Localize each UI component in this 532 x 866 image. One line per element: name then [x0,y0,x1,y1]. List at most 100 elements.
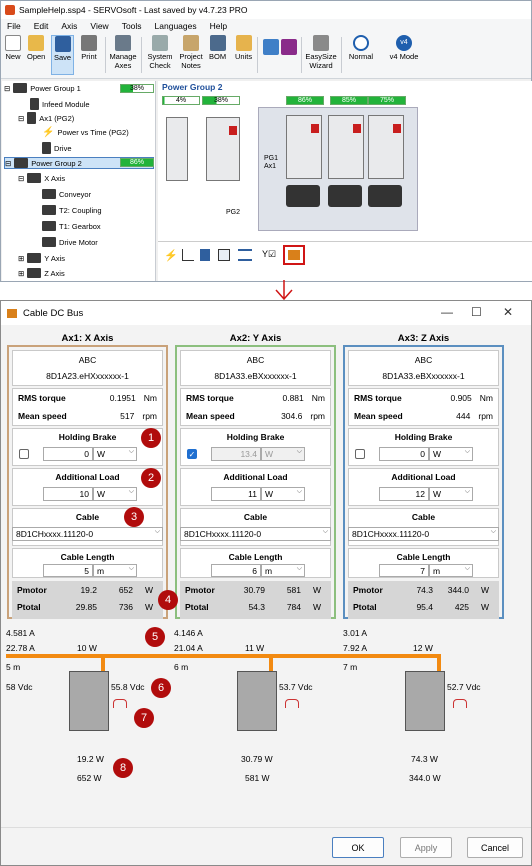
dc-bus-segment-2 [103,654,273,658]
additional-load-input[interactable]: 10 [43,487,93,501]
holding-brake-label: Holding Brake [58,432,117,442]
tree-item-y-axis[interactable]: ⊞Y Axis [18,253,66,263]
mean-speed-label: Mean speed [354,411,403,421]
tree-item-x-axis[interactable]: ⊟X Axis [18,173,66,183]
cable-length-unit-dropdown[interactable]: m⌵ [429,564,473,577]
menu-tools[interactable]: Tools [121,21,142,31]
holding-brake-label: Holding Brake [226,432,285,442]
holding-brake-unit-dropdown[interactable]: W⌵ [93,447,137,461]
chart-icon[interactable] [182,249,194,261]
menu-view[interactable]: View [90,21,109,31]
bus-icon[interactable] [238,249,252,261]
menu-edit[interactable]: Edit [33,21,49,31]
drive-module-pg1[interactable] [206,117,240,181]
open-button[interactable]: Open [27,35,45,61]
additional-load-unit-dropdown[interactable]: W⌵ [261,487,305,501]
holding-brake-input[interactable]: 13.4 [211,447,261,461]
save-button[interactable]: Save [51,35,75,75]
arrow-down-icon [275,280,293,301]
tree-item-drive-motor[interactable]: Drive Motor [42,237,98,247]
cable-length-unit-dropdown[interactable]: m⌵ [261,564,305,577]
holding-brake-checkbox[interactable] [355,449,365,459]
servo-motor-1[interactable] [286,185,320,207]
print-button[interactable]: Print [81,35,97,61]
menu-help[interactable]: Help [209,21,228,31]
tree-item-power-group-1[interactable]: ⊟Power Group 1 [4,83,81,93]
tree-item-ax1[interactable]: ⊟Ax1 (PG2) [18,112,75,124]
tree-item-z-axis[interactable]: ⊞Z Axis [18,268,65,278]
collapse-icon[interactable]: ⊟ [18,173,25,183]
pmotor-label: Pmotor [17,585,47,595]
tree-item-gearbox[interactable]: T1: Gearbox [42,221,101,231]
apply-button[interactable]: Apply [400,837,452,858]
menu-axis[interactable]: Axis [61,21,78,31]
power-icon[interactable]: ⚡ [164,250,178,262]
tree-item-power-vs-time[interactable]: ⚡Power vs Time (PG2) [42,127,129,138]
close-button[interactable]: ✕ [503,305,514,319]
calculator-button[interactable] [263,39,279,56]
additional-load-unit-dropdown[interactable]: W⌵ [93,487,137,501]
status-led [393,124,401,133]
infeed-module[interactable] [166,117,188,181]
v4-badge-icon: v4 [396,35,412,51]
tree-item-power-group-2[interactable]: ⊟Power Group 2 [4,157,154,169]
cable-dropdown[interactable]: 8D1CHxxxx.11120-0⌵ [348,527,499,541]
system-check-button[interactable]: System Check [145,35,175,70]
menu-languages[interactable]: Languages [154,21,197,31]
drive-module-2[interactable] [328,115,364,179]
expand-icon[interactable]: ⊞ [18,268,25,278]
manage-axes-button[interactable]: Manage Axes [109,35,137,70]
menu-file[interactable]: File [7,21,21,31]
plug-icon[interactable] [200,249,210,261]
project-notes-button[interactable]: Project Notes [177,35,205,70]
holding-brake-input[interactable]: 0 [379,447,429,461]
holding-brake-input[interactable]: 0 [43,447,93,461]
additional-load-input[interactable]: 11 [211,487,261,501]
y-check-icon[interactable]: Y☑ [262,249,277,259]
servo-motor-3[interactable] [368,185,402,207]
minimize-button[interactable]: — [441,305,453,319]
bom-button[interactable]: BOM [209,35,226,61]
holding-brake-checkbox[interactable]: ✓ [187,449,197,459]
additional-load-label: Additional Load [223,472,288,482]
new-button[interactable]: New [5,35,21,61]
cable-dropdown[interactable]: 8D1CHxxxx.11120-0⌵ [12,527,163,541]
axis3-usage: 75% [368,96,406,105]
additional-load-input[interactable]: 12 [379,487,429,501]
units-button[interactable]: Units [235,35,252,61]
motor-model-box: ABC 8D1A23.eHXxxxxxx-1 [12,350,163,386]
tree-item-coupling[interactable]: T2: Coupling [42,205,102,215]
formula-button[interactable] [281,39,297,56]
floppy-icon [54,36,71,52]
cable-dropdown[interactable]: 8D1CHxxxx.11120-0⌵ [180,527,331,541]
collapse-icon[interactable]: ⊟ [4,83,11,93]
ok-button[interactable]: OK [332,837,384,858]
holding-brake-checkbox[interactable] [19,449,29,459]
tree-item-drive[interactable]: Drive [42,142,72,154]
cable-length-input[interactable]: 6 [211,564,261,577]
cable-length-input[interactable]: 5 [43,564,93,577]
cable-dc-bus-button[interactable] [283,245,305,265]
drive-module-3[interactable] [368,115,404,179]
collapse-icon[interactable]: ⊟ [5,158,12,168]
cable-length-ax2: 6 m [174,662,189,672]
table-icon[interactable] [218,249,230,261]
collapse-icon[interactable]: ⊟ [18,113,25,123]
pmotor-row: Pmotor 30.79 581 W [185,585,326,595]
coupling-icon [42,205,56,215]
cable-length-input[interactable]: 7 [379,564,429,577]
cancel-button[interactable]: Cancel [467,837,523,858]
expand-icon[interactable]: ⊞ [18,253,25,263]
holding-brake-unit-dropdown[interactable]: W⌵ [261,447,305,461]
additional-load-unit-dropdown[interactable]: W⌵ [429,487,473,501]
cable-length-unit-dropdown[interactable]: m⌵ [93,564,137,577]
drive-module-1[interactable] [286,115,322,179]
tree-item-infeed[interactable]: Infeed Module [30,98,90,110]
maximize-button[interactable]: ☐ [471,305,482,319]
easysize-wizard-button[interactable]: EasySize Wizard [305,35,337,70]
holding-brake-unit-dropdown[interactable]: W⌵ [429,447,473,461]
tree-item-conveyor[interactable]: Conveyor [42,189,91,199]
normal-mode-dropdown[interactable]: Normal [345,35,377,61]
servo-motor-2[interactable] [328,185,362,207]
